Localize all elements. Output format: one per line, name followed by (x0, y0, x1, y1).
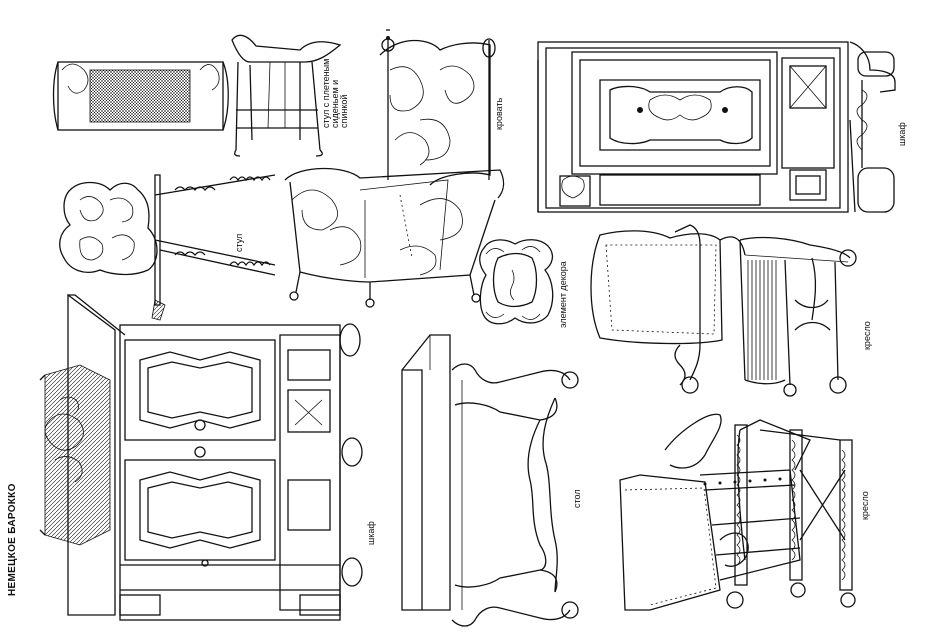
wardrobe-top-drawing (537, 41, 896, 213)
label-wardrobe-top: шкаф (897, 122, 907, 146)
label-decor-element: элемент декора (558, 261, 568, 328)
label-table: стол (572, 489, 582, 508)
label-chair: стул (234, 233, 244, 252)
wardrobe-bottom-drawing (39, 293, 363, 621)
label-armchair-bottom: кресло (860, 491, 870, 520)
label-wicker-chair: стул с плетеным сиденьем и спинкой (321, 58, 349, 128)
chair-drawing (59, 174, 276, 321)
label-wardrobe-bottom: шкаф (366, 521, 376, 545)
label-bed: кровать (494, 97, 504, 130)
label-armchair-top: кресло (862, 321, 872, 350)
armchair-top-drawing (590, 224, 857, 397)
table-drawing (401, 334, 579, 627)
armchair-bottom-drawing (619, 413, 856, 611)
bed-drawing (284, 29, 505, 308)
wicker-chair-drawing (52, 34, 342, 157)
decor-element-drawing (479, 239, 554, 325)
plate-title: НЕМЕЦКОЕ БАРОККО (7, 483, 18, 596)
